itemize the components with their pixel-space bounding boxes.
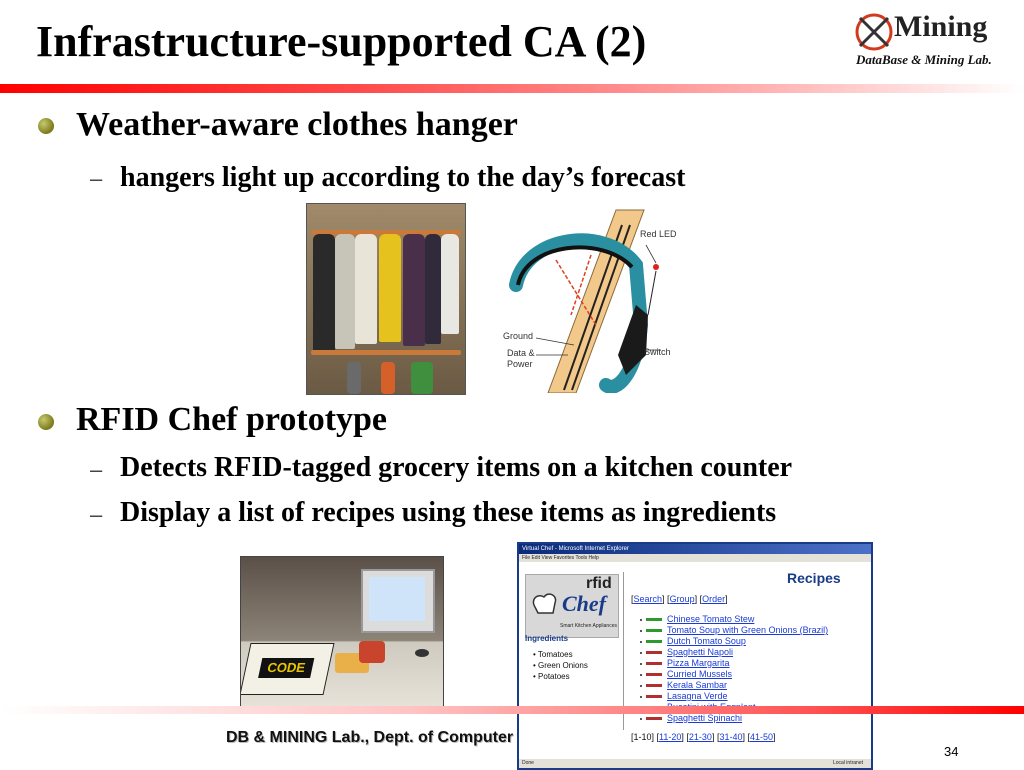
- recipe-match-bar: [646, 695, 662, 698]
- closet-rod: [311, 350, 461, 355]
- sub-bullet-dash-icon: –: [90, 166, 103, 191]
- recipe-nav-links: [Search] [Group] [Order]: [631, 594, 728, 604]
- title-divider: [0, 84, 1024, 93]
- recipe-bullet-icon: [640, 630, 642, 632]
- recipes-heading: Recipes: [787, 570, 841, 586]
- chef-hat-icon: [532, 593, 557, 614]
- ingredient-item: • Green Onions: [533, 661, 588, 670]
- recipe-link[interactable]: Spaghetti Napoli: [667, 647, 734, 657]
- hanging-garment: [335, 234, 355, 349]
- rfid-chef-logo: rfid Chef Smart Kitchen Appliances: [525, 574, 619, 638]
- slide-title: Infrastructure-supported CA (2): [36, 17, 647, 66]
- ingredient-item: • Tomatoes: [533, 650, 573, 659]
- hanging-garment: [425, 234, 441, 344]
- recipe-match-bar: [646, 717, 662, 720]
- page-number: 34: [944, 744, 959, 759]
- logo-sub-text: DataBase & Mining Lab.: [856, 52, 992, 67]
- recipe-link[interactable]: Lasagna Verde: [667, 691, 728, 701]
- recipe-bullet-icon: [640, 685, 642, 687]
- page-link[interactable]: 41-50: [750, 732, 774, 742]
- sub-bullet-display-recipes: Display a list of recipes using these it…: [120, 497, 777, 528]
- recipe-bullet-icon: [640, 674, 642, 676]
- code-sign: CODE: [258, 658, 315, 678]
- recipe-match-bar: [646, 640, 662, 643]
- sub-bullet-hangers-light: hangers light up according to the day’s …: [120, 162, 686, 193]
- bullet-weather-hanger: Weather-aware clothes hanger: [76, 106, 518, 143]
- page-link[interactable]: 31-40: [719, 732, 743, 742]
- page-link[interactable]: 21-30: [688, 732, 712, 742]
- ingredients-heading: Ingredients: [525, 634, 569, 643]
- hanging-garment: [381, 362, 395, 394]
- column-divider: [623, 572, 624, 730]
- order-link[interactable]: Order: [702, 594, 726, 604]
- recipe-pager: [1-10] [11-20] [21-30] [31-40] [41-50]: [631, 732, 776, 742]
- recipe-match-bar: [646, 673, 662, 676]
- hanging-garment: [313, 234, 335, 354]
- rfid-chef-browser-window: Virtual Chef - Microsoft Internet Explor…: [517, 542, 873, 770]
- recipe-link[interactable]: Curried Mussels: [667, 669, 733, 679]
- bullet-rfid-chef: RFID Chef prototype: [76, 401, 388, 438]
- hanger-drawing-icon: [509, 209, 661, 393]
- hanging-garment: [379, 234, 401, 342]
- bullet-dot-icon: [38, 414, 54, 430]
- browser-title-bar: Virtual Chef - Microsoft Internet Explor…: [519, 544, 871, 554]
- kitchen-counter-photo: CODE: [240, 556, 444, 710]
- grocery-item: [359, 641, 385, 663]
- hanging-garment: [411, 362, 433, 394]
- chef-logo-text: Chef: [562, 591, 606, 616]
- recipe-bullet-icon: [640, 696, 642, 698]
- diagram-label-ground: Ground: [503, 331, 534, 341]
- group-link[interactable]: Group: [669, 594, 695, 604]
- recipe-link[interactable]: Dutch Tomato Soup: [667, 636, 746, 646]
- hanging-garment: [355, 234, 377, 344]
- footer-lab-name: DB & MINING Lab., Dept. of Computer Scie…: [226, 729, 518, 746]
- recipe-bullet-icon: [640, 652, 642, 654]
- recipe-link[interactable]: Tomato Soup with Green Onions (Brazil): [667, 625, 829, 635]
- recipe-link[interactable]: Pizza Margarita: [667, 658, 730, 668]
- sub-bullet-dash-icon: –: [90, 502, 103, 527]
- logo-main-text: Mining: [894, 10, 988, 43]
- monitor-screen: [369, 577, 425, 621]
- status-left: Done: [522, 760, 534, 766]
- ingredient-item: • Potatoes: [533, 672, 570, 681]
- footer-divider: [0, 706, 1024, 714]
- recipe-match-bar: [646, 651, 662, 654]
- monitor: [361, 569, 435, 633]
- logo-mark-icon: [855, 13, 893, 51]
- computer-mouse: [415, 649, 429, 657]
- recipe-bullet-icon: [640, 663, 642, 665]
- wardrobe-photo: [306, 203, 466, 395]
- recipe-match-bar: [646, 629, 662, 632]
- recipe-match-bar: [646, 684, 662, 687]
- search-link[interactable]: Search: [633, 594, 663, 604]
- hanging-garment: [441, 234, 459, 334]
- diagram-label-red-led: Red LED: [640, 229, 677, 239]
- recipe-bullet-icon: [640, 641, 642, 643]
- chef-logo-tagline: Smart Kitchen Appliances: [560, 623, 617, 629]
- recipe-link[interactable]: Spaghetti Spinachi: [667, 713, 743, 723]
- recipe-bullet-icon: [640, 619, 642, 621]
- recipe-match-bar: [646, 662, 662, 665]
- rfid-reader-pad: CODE: [241, 643, 335, 695]
- page-link[interactable]: 11-20: [659, 732, 682, 742]
- browser-menu-bar: File Edit View Favorites Tools Help: [519, 554, 871, 562]
- sub-bullet-detects-rfid: Detects RFID-tagged grocery items on a k…: [120, 452, 793, 483]
- bullet-dot-icon: [38, 118, 54, 134]
- hanging-garment: [403, 234, 425, 346]
- diagram-label-data-power: Data &: [507, 348, 535, 358]
- recipe-bullet-icon: [640, 718, 642, 720]
- rfid-logo-text: rfid: [586, 575, 612, 592]
- sub-bullet-dash-icon: –: [90, 457, 103, 482]
- closet-rod: [311, 230, 461, 235]
- diagram-label-power: Power: [507, 359, 533, 369]
- hanging-garment: [347, 362, 361, 394]
- recipe-link[interactable]: Chinese Tomato Stew: [667, 614, 755, 624]
- diagram-label-switch: Switch: [644, 347, 671, 357]
- recipe-match-bar: [646, 618, 662, 621]
- lab-logo: Mining DataBase & Mining Lab.: [852, 8, 1002, 74]
- hanger-diagram: Red LED Ground Data & Power Switch: [496, 205, 696, 393]
- status-right: Local intranet: [832, 760, 863, 766]
- browser-status-bar: Done Local intranet: [519, 759, 871, 768]
- recipe-link[interactable]: Kerala Sambar: [667, 680, 728, 690]
